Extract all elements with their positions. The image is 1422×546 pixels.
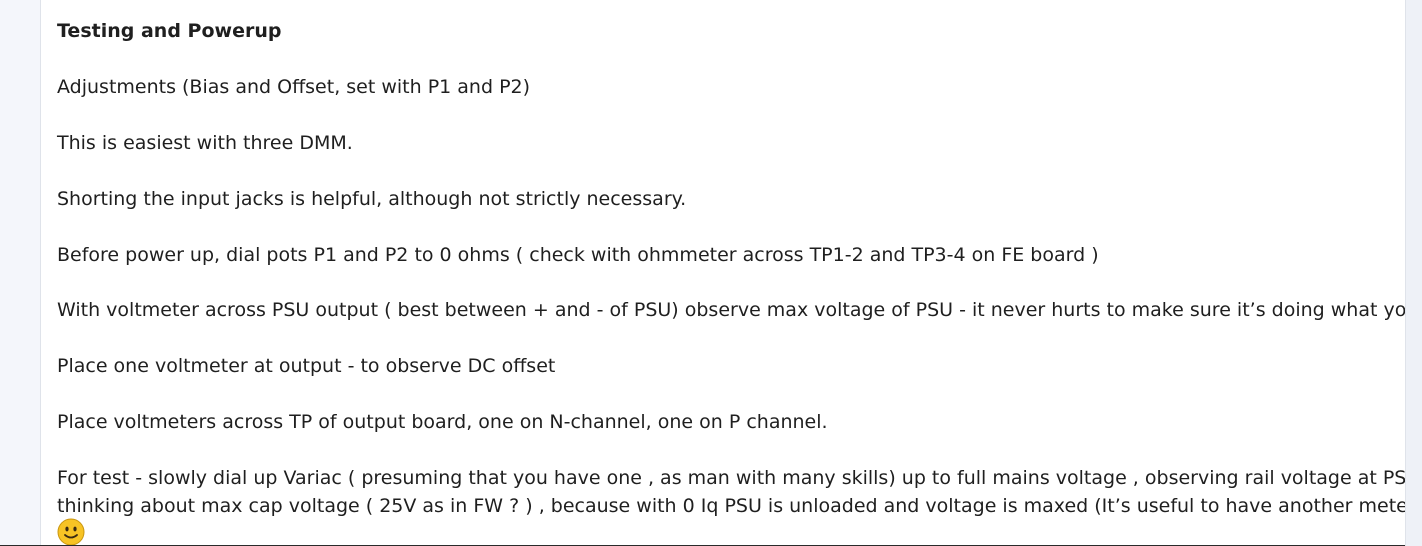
post-body: Testing and Powerup Adjustments (Bias an… <box>41 0 1405 546</box>
post-paragraph: Place one voltmeter at output - to obser… <box>57 355 556 377</box>
scrollbar-track[interactable] <box>1405 0 1422 546</box>
post-paragraph: Shorting the input jacks is helpful, alt… <box>57 188 687 210</box>
post-paragraph: This is easiest with three DMM. <box>57 132 353 154</box>
post-paragraph: With voltmeter across PSU output ( best … <box>57 299 1405 321</box>
post-paragraph: Before power up, dial pots P1 and P2 to … <box>57 244 1099 266</box>
left-gutter <box>0 0 41 546</box>
slightly-smiling-face-icon <box>57 518 85 546</box>
post-paragraph: Place voltmeters across TP of output boa… <box>57 411 828 433</box>
post-paragraph-line: thinking about max cap voltage ( 25V as … <box>57 495 1405 517</box>
post-section-heading: Testing and Powerup <box>57 20 282 42</box>
post-paragraph: Adjustments (Bias and Offset, set with P… <box>57 76 531 98</box>
post-paragraph-line: For test - slowly dial up Variac ( presu… <box>57 467 1405 489</box>
